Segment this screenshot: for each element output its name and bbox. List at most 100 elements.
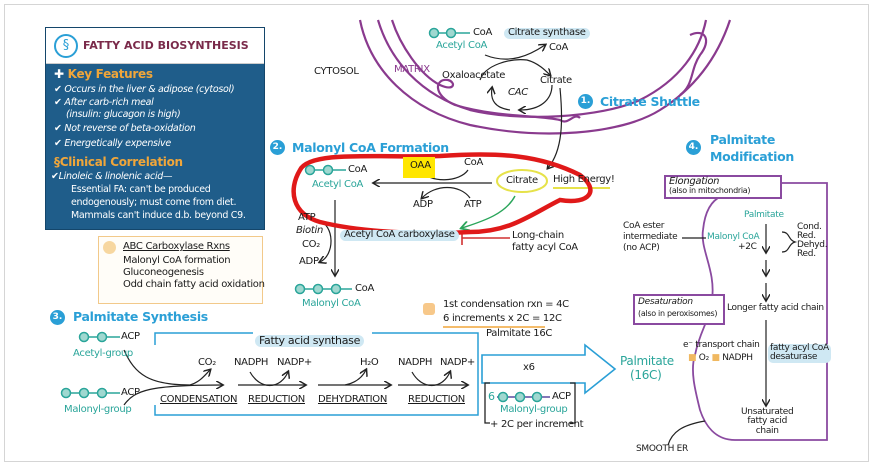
elongation-step: Red. <box>797 249 816 259</box>
coa-ester-label: intermediate <box>623 232 678 242</box>
longer-chain-label: Longer fatty acid chain <box>727 303 824 313</box>
atp-label: ATP <box>464 199 482 210</box>
info-box: § FATTY ACID BIOSYNTHESIS ✚ Key Features… <box>45 27 265 230</box>
check-icon: ✔ <box>54 123 62 134</box>
palmitate-synthesis-title: Palmitate Synthesis <box>73 309 208 324</box>
citrate-shuttle-title: Citrate Shuttle <box>600 94 700 109</box>
cofactors: ■ O₂ ■ NADPH <box>688 353 753 363</box>
malonyl-formation-title: Malonyl CoA Formation <box>292 140 449 155</box>
malonyl-coa-label: Malonyl CoA <box>302 298 361 309</box>
step-number-2: 2. <box>270 140 285 155</box>
cac-cycle <box>479 45 563 168</box>
plus-icon: ✚ <box>54 67 64 81</box>
citrate-synthase-label: Citrate synthase <box>504 27 590 39</box>
info-title: FATTY ACID BIOSYNTHESIS <box>83 39 249 52</box>
check-icon: ✔ <box>51 171 59 182</box>
malonyl-group-label: Malonyl-group <box>64 404 132 415</box>
dna-icon: § <box>54 34 78 58</box>
note-total: Palmitate 16C <box>486 328 553 339</box>
elongation-box: Elongation (also in mitochondria) <box>664 175 782 199</box>
acetyl-group-label: Acetyl-group <box>73 348 133 359</box>
feature-item-note: (insulin: glucagon is high) <box>66 109 181 120</box>
co2-label: CO₂ <box>302 239 320 250</box>
clinical-note: Mammals can't induce d.b. beyond C9. <box>71 210 246 221</box>
palmitate-carbons: (16C) <box>630 368 662 382</box>
modification-arrows <box>667 224 798 446</box>
high-energy-label: High Energy! <box>553 174 615 185</box>
malonyl-coa-label: Malonyl CoA <box>707 232 760 242</box>
acetyl-coa-label: Acetyl CoA <box>312 179 364 190</box>
repeat-big-arrow <box>481 343 617 395</box>
repeat-label: x6 <box>523 362 535 373</box>
adp-label: ADP <box>413 199 433 210</box>
red-annotation-loop <box>291 152 593 236</box>
note-line: 6 increments x 2C = 12C <box>443 313 562 324</box>
coa-ester-label: CoA ester <box>623 221 665 231</box>
elongation-step: Red. <box>797 231 816 241</box>
nadph-label: NADPH <box>398 357 433 368</box>
feature-item: ✔ Energetically expensive <box>54 138 171 149</box>
elongation-note: (also in mitochondria) <box>669 186 751 195</box>
modification-title: Palmitate <box>710 132 776 147</box>
oaa-highlight <box>403 157 435 178</box>
acp-label: ACP <box>121 331 140 342</box>
increment-count: 6 <box>488 390 495 403</box>
fatty-acid-synthase-frame <box>154 332 479 416</box>
step-number-4: 4. <box>686 140 701 155</box>
acp-label: ACP <box>121 387 140 398</box>
malonyl-group-label: Malonyl-group <box>500 404 568 415</box>
acetyl-coa-label: Acetyl CoA <box>436 40 488 51</box>
biotin-label: Biotin <box>296 225 323 236</box>
abc-title: ABC Carboxylase Rxns <box>123 241 230 252</box>
coa-top-label: CoA <box>464 157 484 168</box>
desaturation-label: Desaturation <box>638 297 693 307</box>
palmitate-label: Palmitate <box>744 210 784 220</box>
citrate-label: Citrate <box>506 175 538 186</box>
nadp-label: NADP+ <box>440 357 475 368</box>
increment-bracket <box>484 382 576 424</box>
smooth-er-outline <box>692 182 828 441</box>
coa-ester-label: (no ACP) <box>623 243 660 253</box>
check-icon: ✔ <box>54 138 62 149</box>
malonyl-formation-arrows <box>318 170 492 275</box>
h2o-label: H₂O <box>360 357 379 368</box>
citrate-label: Citrate <box>540 75 572 86</box>
step-reduction-2: REDUCTION <box>408 394 465 405</box>
nadph-label: NADPH <box>234 357 269 368</box>
clinical-note: Essential FA: can't be produced <box>71 184 211 195</box>
abc-item: Malonyl CoA formation <box>123 255 231 266</box>
coa-product-label: CoA <box>549 42 569 53</box>
synthesis-arrows <box>123 349 467 406</box>
feature-item: ✔ After carb-rich meal <box>54 97 154 108</box>
note-line: 1st condensation rxn = 4C <box>443 299 569 310</box>
step-reduction: REDUCTION <box>248 394 305 405</box>
matrix-label: MATRIX <box>394 64 430 75</box>
image-frame <box>4 4 869 462</box>
elongation-label: Elongation <box>669 176 720 187</box>
smooth-er-label: SMOOTH ER <box>636 444 689 454</box>
check-icon: ✔ <box>54 84 62 95</box>
acetyl-coa-molecule-icons <box>60 27 550 403</box>
info-box-header: § FATTY ACID BIOSYNTHESIS <box>46 28 264 64</box>
dna-strand-icon: § <box>54 155 60 169</box>
coa-label: CoA <box>355 283 375 294</box>
nadp-label: NADP+ <box>277 357 312 368</box>
acetyl-coa-carboxylase-label: Acetyl CoA carboxylase <box>340 229 459 241</box>
etc-label: e⁻ transport chain <box>683 340 760 350</box>
clinical-item: ✔Linoleic & linolenic acid— <box>51 171 173 182</box>
step-number-3: 3. <box>50 310 65 325</box>
cac-label: CAC <box>508 87 528 98</box>
plus-2c-label: +2C <box>738 242 757 252</box>
feature-item: ✔ Occurs in the liver & adipose (cytosol… <box>54 84 235 95</box>
abc-carboxylase-box: ABC Carboxylase Rxns Malonyl CoA formati… <box>98 236 265 304</box>
scroll-icon <box>103 241 116 254</box>
check-icon: ✔ <box>54 97 62 108</box>
palmitate-product: Palmitate <box>620 354 674 368</box>
calculator-icon <box>423 303 435 315</box>
mitochondrion-membrane <box>358 19 732 135</box>
citrate-oval <box>496 169 548 193</box>
